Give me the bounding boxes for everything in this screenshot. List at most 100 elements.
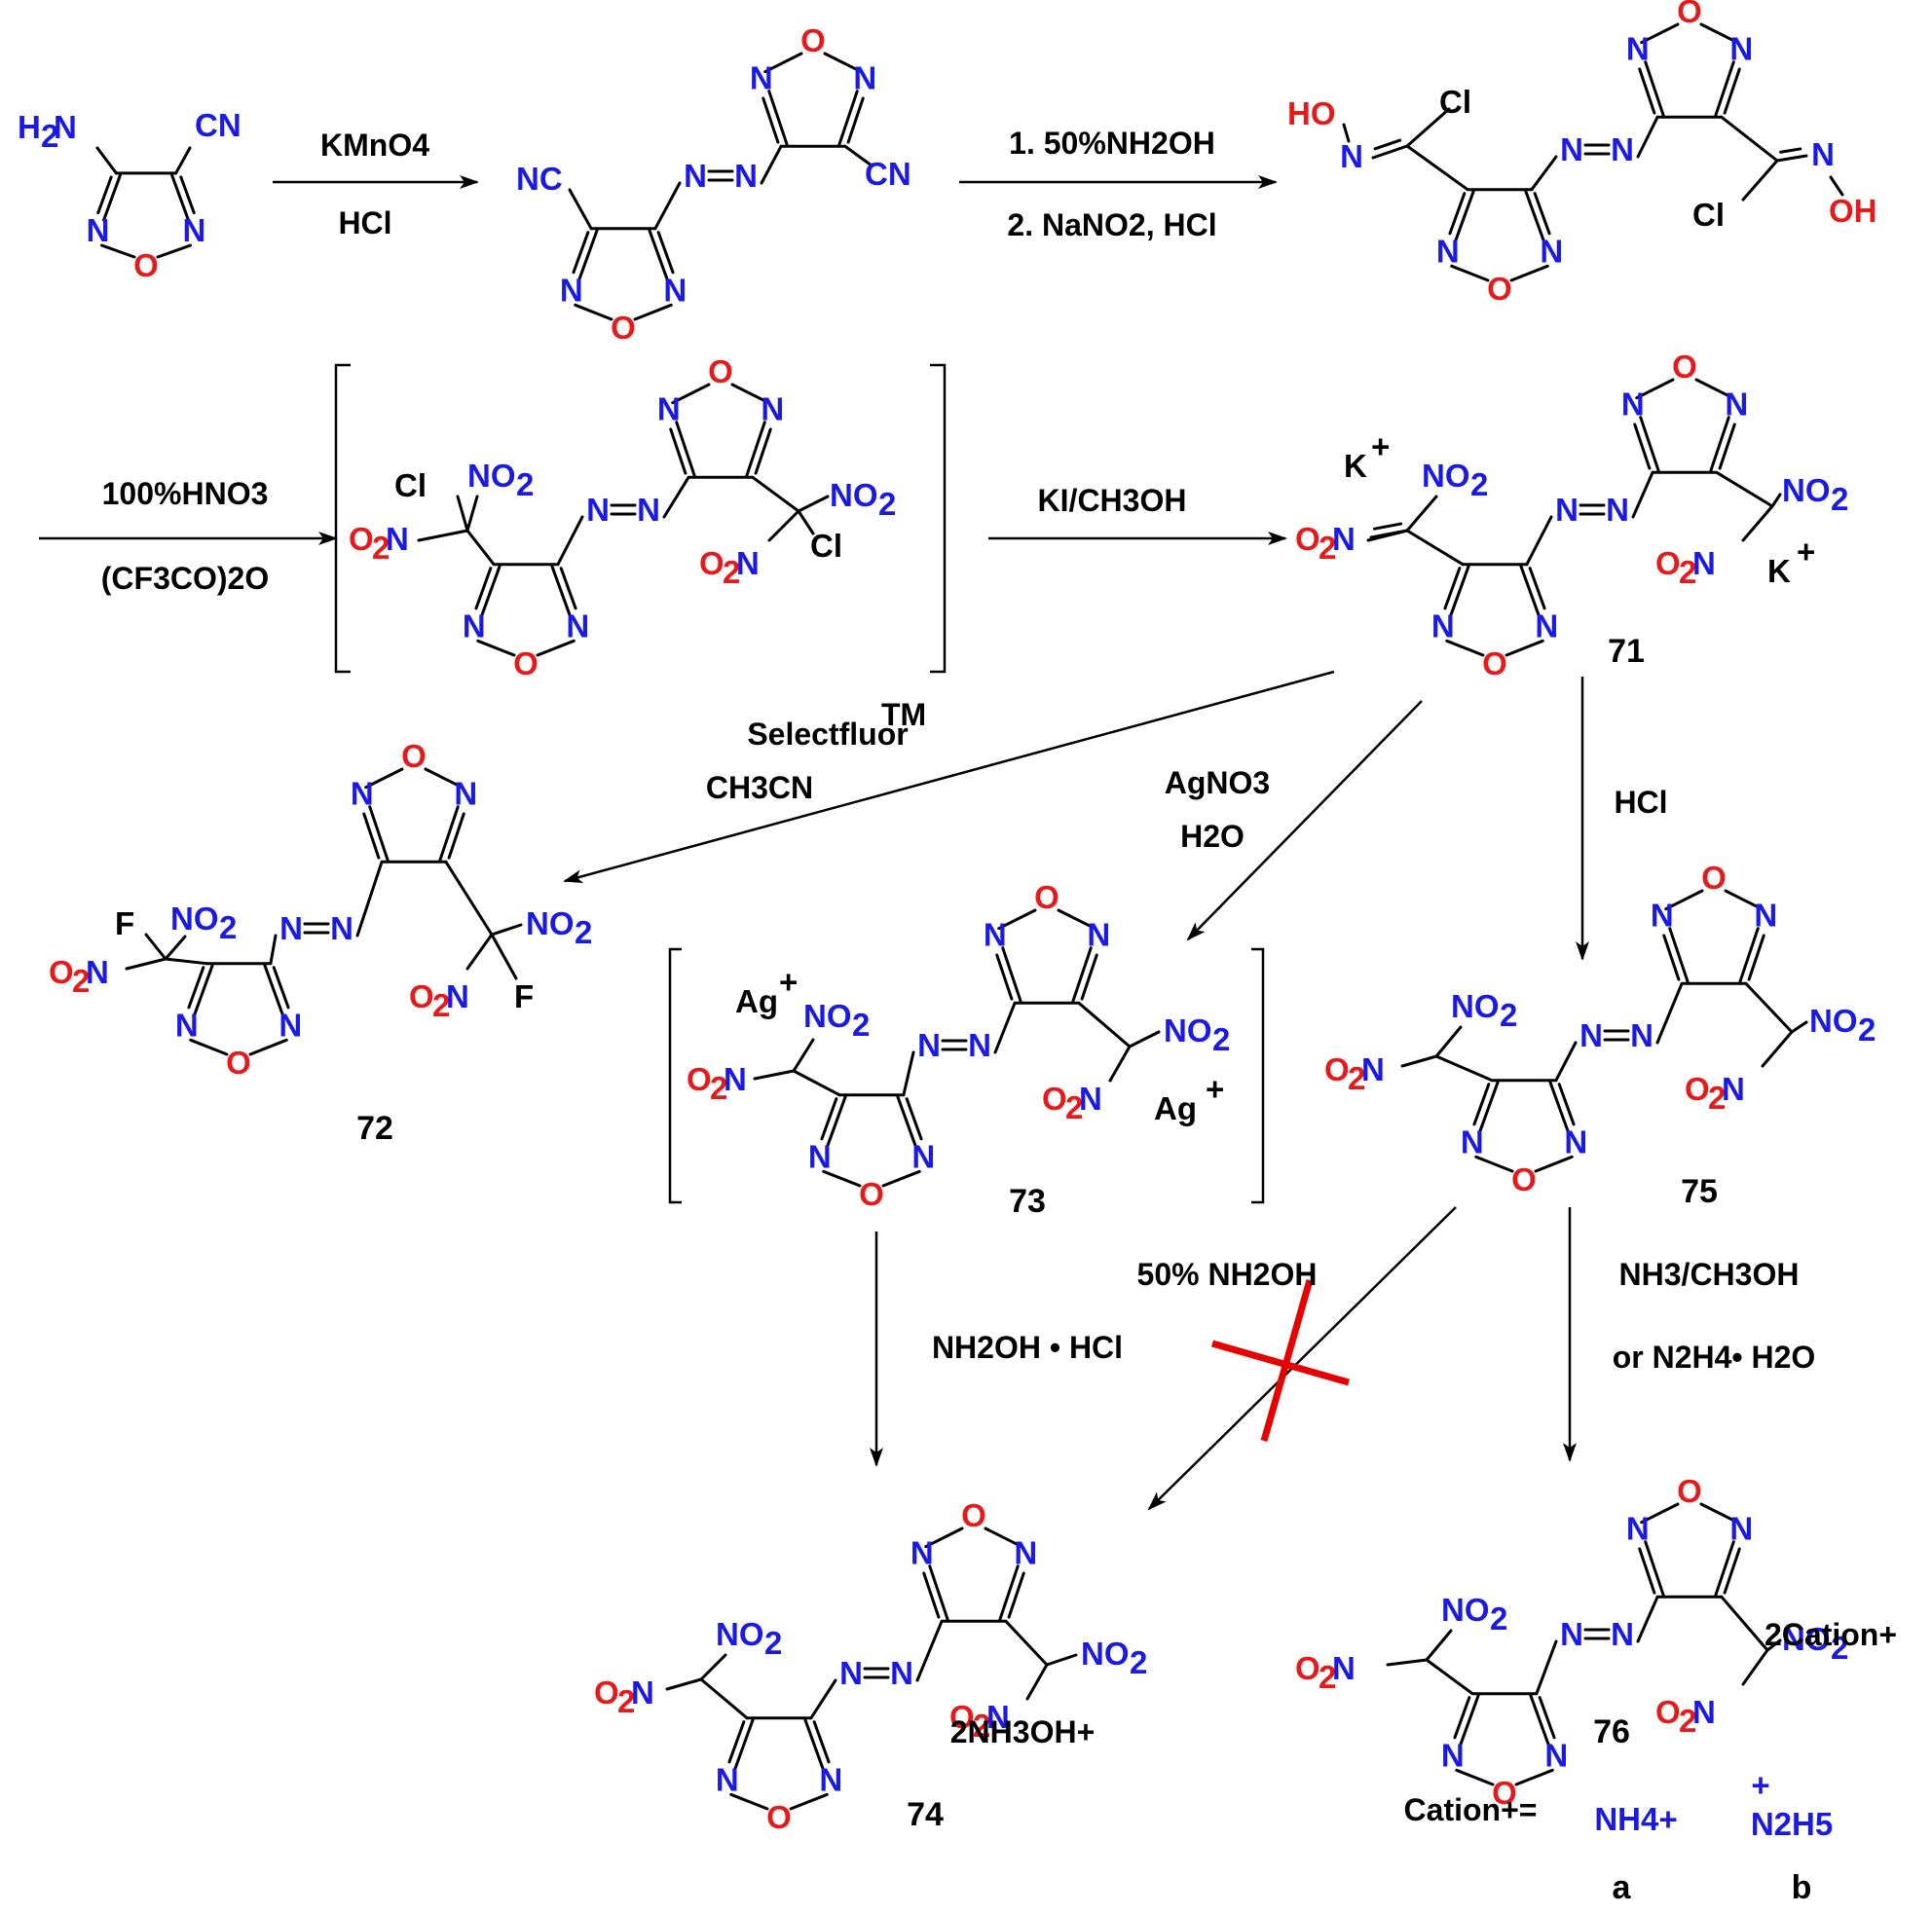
ring-nitrogen-label: N	[454, 776, 477, 812]
hydrazinium-charge: +	[1751, 1767, 1769, 1803]
ring-nitrogen-label: N	[1461, 1123, 1484, 1159]
oxime-nitrogen-label: N	[1811, 136, 1835, 172]
nitro-nitrogen-label: N	[1332, 1650, 1356, 1686]
positive-charge: +	[1206, 1071, 1224, 1107]
nitro-group-label: O	[1324, 1051, 1350, 1087]
ring-bond-second-line	[96, 175, 113, 215]
ring-bond	[102, 173, 122, 222]
reaction-arrow-fluorination	[563, 670, 1335, 884]
ring-bond-second-line	[922, 1571, 941, 1619]
nitro-bond	[753, 1069, 796, 1081]
ring-to-azo-bond	[1525, 515, 1553, 567]
nitro-nitrogen-label: N	[1692, 545, 1716, 581]
nitro-bond	[1770, 493, 1782, 508]
cyano-group-label: NC	[516, 161, 563, 197]
cyano-bond	[843, 144, 873, 167]
oxime-double-bond	[1371, 144, 1409, 160]
ring-bond	[896, 1095, 917, 1148]
cyano-bond	[174, 146, 192, 175]
reagent-ammonia-methanol: NH3/CH3OH	[1619, 1257, 1800, 1292]
ring-bond-second-line	[1448, 192, 1467, 236]
subscript: 2	[432, 987, 450, 1023]
nitro-bond	[1025, 1663, 1049, 1701]
cyano-group-label: CN	[195, 107, 242, 143]
ring-oxygen-label: O	[1701, 860, 1727, 896]
ring-oxygen-label: O	[1034, 879, 1059, 915]
ring-bond	[438, 805, 460, 862]
azo-nitrogen-label: N	[1630, 1017, 1653, 1053]
nitro-group-label: NO	[1422, 458, 1470, 494]
ring-bond-second-line	[1723, 67, 1741, 115]
nitro-nitrogen-label: N	[1692, 1694, 1716, 1730]
ring-bond-second-line	[1080, 953, 1098, 1001]
subscript: 2	[1708, 1080, 1726, 1116]
ring-oxygen-label: O	[800, 22, 826, 58]
ring-oxygen-label: O	[226, 1045, 251, 1081]
ring-oxygen-label: O	[1487, 271, 1512, 307]
ring-to-azo-bond	[556, 515, 584, 567]
azo-to-ring-bond	[1631, 470, 1654, 519]
subscript: 2	[1319, 530, 1336, 566]
ring-nitrogen-label: N	[560, 272, 583, 308]
nitro-nitrogen-label: N	[986, 1699, 1010, 1735]
positive-charge: +	[1371, 428, 1390, 464]
subscript: 2	[1470, 466, 1488, 502]
nitro-group-label: NO	[1782, 472, 1831, 508]
ring-nitrogen-label: N	[984, 917, 1007, 953]
ring-bond	[1724, 889, 1764, 911]
ring-bond	[1714, 60, 1735, 117]
nitro-group-label: O	[1042, 1081, 1067, 1117]
ring-bond-second-line	[820, 1097, 838, 1141]
reagent-hcl-acidification: HCl	[1614, 785, 1667, 820]
ring-bond-second-line	[812, 1720, 831, 1764]
subscript: 2	[1212, 1021, 1230, 1057]
ring-bond-second-line	[362, 812, 381, 860]
ring-bond	[998, 1564, 1020, 1621]
subscript: 2	[1831, 481, 1848, 517]
ring-to-azo-bond	[1535, 1639, 1558, 1696]
nitro-group-label: O	[49, 954, 74, 990]
reagent-nitric-acid: 100%HNO3	[102, 476, 269, 511]
subscript: 2	[1500, 997, 1517, 1033]
ring-bond	[633, 303, 673, 321]
ring-bond-second-line	[754, 427, 772, 475]
nitro-bond	[1741, 1648, 1769, 1686]
nitro-bond	[1400, 1054, 1438, 1068]
right-bracket	[1251, 947, 1265, 1204]
ring-nitrogen-label: N	[183, 212, 206, 248]
amino-group-label: H	[18, 109, 41, 145]
ring-bond-second-line	[727, 1720, 746, 1764]
ring-bond-second-line	[1007, 1571, 1025, 1619]
ring-nitrogen-label: N	[351, 776, 374, 812]
ring-bond	[881, 1169, 921, 1188]
ring-bond	[1445, 639, 1485, 657]
subscript: 2	[1831, 1630, 1848, 1666]
ring-bond	[1640, 1502, 1680, 1525]
azo-to-ring-bond	[915, 1619, 944, 1682]
right-bracket	[930, 363, 947, 674]
side-chain-bond	[1720, 115, 1779, 163]
cation-a-formula: NH4+	[1594, 1801, 1677, 1837]
side-chain-bond	[699, 1677, 749, 1720]
nitro-group-label: NO	[1809, 1003, 1858, 1039]
subscript: 2	[575, 914, 592, 950]
hydroxylammonium-counterion: 2NH3OH+	[950, 1714, 1096, 1749]
ring-oxygen-label: O	[859, 1176, 884, 1212]
nitro-bond	[1790, 1020, 1808, 1034]
ring-bond-second-line	[1638, 67, 1656, 115]
oxime-double-bond-second-line	[1373, 138, 1402, 151]
subscript: 2	[973, 1708, 990, 1744]
ring-bond-second-line	[905, 1097, 923, 1141]
ring-bond	[577, 229, 599, 281]
chloro-bond	[1405, 107, 1451, 148]
ring-bond	[1699, 22, 1739, 45]
ring-bond	[1449, 565, 1470, 617]
ring-bond	[1644, 60, 1665, 117]
ring-oxygen-label: O	[401, 738, 427, 774]
hydroxy-label: HO	[1287, 95, 1336, 131]
ring-oxygen-label: O	[1677, 1473, 1702, 1509]
